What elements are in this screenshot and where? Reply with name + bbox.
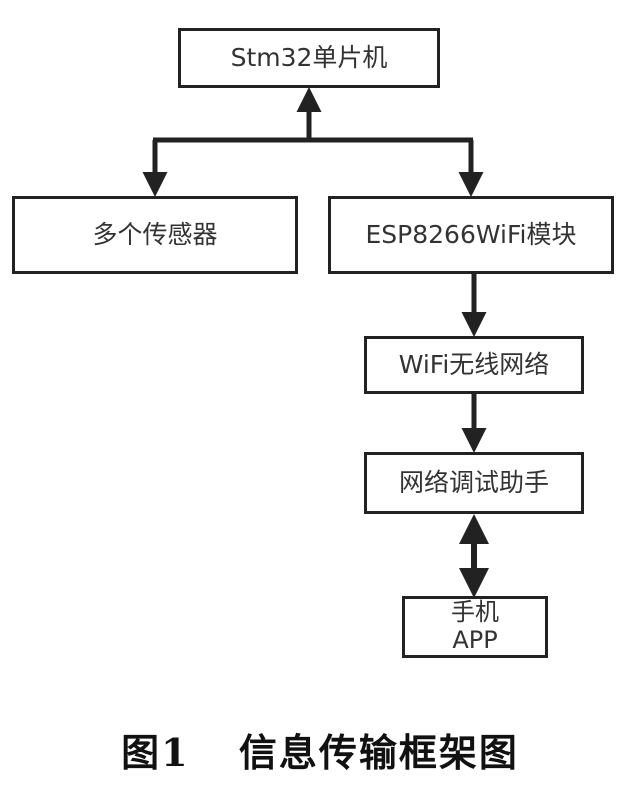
node-app-label-line2: APP (452, 626, 498, 654)
node-app-label-line1: 手机 (451, 598, 499, 627)
node-stm32-label: Stm32单片机 (230, 42, 388, 72)
connector-layer (142, 87, 489, 598)
node-debug-assistant: 网络调试助手 (364, 452, 584, 514)
node-wifi-network: WiFi无线网络 (364, 336, 584, 394)
information-transmission-diagram: Stm32单片机 多个传感器 ESP8266WiFi模块 WiFi无线网络 网络… (12, 28, 614, 658)
node-esp8266: ESP8266WiFi模块 (328, 196, 614, 274)
figure-caption: 图1 信息传输框架图 (0, 722, 640, 782)
node-wifi-network-label: WiFi无线网络 (398, 349, 550, 379)
node-esp8266-label: ESP8266WiFi模块 (365, 219, 577, 249)
node-stm32: Stm32单片机 (178, 28, 440, 88)
node-debug-assistant-label: 网络调试助手 (398, 467, 549, 497)
figure-title: 信息传输框架图 (238, 730, 519, 775)
node-sensors-label: 多个传感器 (92, 219, 218, 249)
node-sensors: 多个传感器 (12, 196, 298, 274)
node-mobile-app: 手机 APP (402, 596, 548, 658)
figure-number: 图1 (121, 730, 190, 775)
